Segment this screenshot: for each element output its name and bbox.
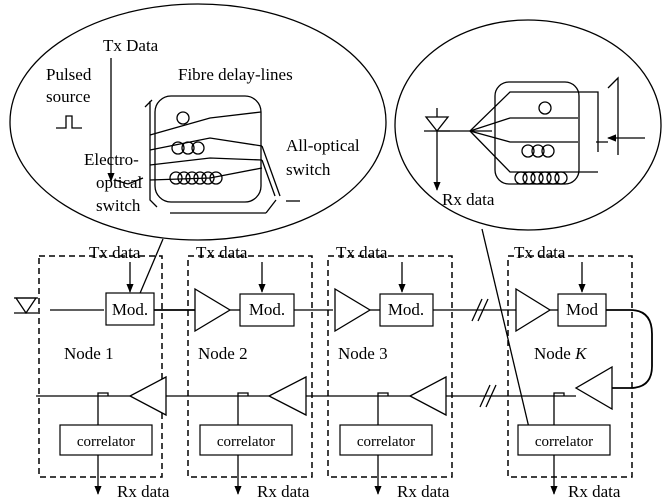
node-3-rx-label: Rx data [397, 482, 450, 500]
node-3: Tx data Mod. Node 3 correlator Rx data [327, 243, 453, 500]
electro-optical-switch-label: Electro- [84, 150, 139, 169]
node-2-name: Node 2 [198, 344, 248, 363]
break-mark-bottom [479, 384, 491, 408]
node-3-tx-label: Tx data [336, 243, 388, 262]
inset-rx-data-label: Rx data [442, 190, 495, 209]
decoder-delay-lines [469, 76, 645, 185]
node-1-correlator-label: correlator [77, 434, 135, 450]
node-1-tap [97, 392, 109, 425]
node-k: Tx data Mod Node K correlator Rx data [507, 243, 633, 500]
node-2-modulator [239, 293, 295, 327]
node-1-correlator [59, 424, 153, 456]
node-3-modulator [379, 293, 434, 327]
fibre-delay-lines-label: Fibre delay-lines [178, 65, 293, 84]
tx-data-label: Tx Data [103, 36, 159, 55]
node-1: Tx data Mod. Node 1 correlator Rx data [38, 243, 170, 500]
node-3-name: Node 3 [338, 344, 388, 363]
decoder-loop-1 [538, 101, 552, 115]
node-k-modulator-label: Mod [566, 300, 599, 319]
node-3-correlator-label: correlator [357, 434, 415, 450]
transmitter-inset-ellipse [9, 3, 387, 241]
all-optical-switch-label-2: switch [286, 160, 331, 179]
node-2-amplifier [194, 287, 232, 333]
node-2-correlator-label: correlator [217, 434, 275, 450]
node-3-boundary [327, 255, 453, 478]
node-2-correlator [199, 424, 293, 456]
node-k-name: Node K [534, 344, 588, 363]
receiver-inset-ellipse [394, 19, 662, 231]
receiver-callout-line [481, 228, 531, 433]
pulsed-source-label-2: source [46, 87, 90, 106]
node-k-correlator [517, 424, 611, 456]
node-k-tx-label: Tx data [514, 243, 566, 262]
node-3-tap [377, 392, 389, 425]
node-1-tx-label: Tx data [89, 243, 141, 262]
all-optical-switch-label: All-optical [286, 136, 360, 155]
node-1-amplifier [128, 375, 167, 417]
node-k-boundary [507, 255, 633, 478]
node-2-boundary [187, 255, 313, 478]
node-3-amplifier-return [408, 375, 447, 417]
receiver-detail-inset: Rx data [394, 19, 662, 433]
all-optical-switch-blade [265, 199, 277, 214]
source-line [114, 179, 129, 185]
input-photodiode-icon [14, 297, 38, 315]
node-1-name: Node 1 [64, 344, 114, 363]
node-1-rx-label: Rx data [117, 482, 170, 500]
node-2-tap [237, 392, 249, 425]
pulsed-source-label: Pulsed [46, 65, 92, 84]
transmitter-detail-inset: Tx Data Pulsed source Fibre delay-lines [9, 3, 387, 299]
electro-optical-switch [144, 99, 158, 208]
node-1-modulator-label: Mod. [112, 300, 148, 319]
electro-optical-switch-label-2: optical [96, 173, 143, 192]
node-k-amplifier-return [574, 365, 613, 411]
node-3-modulator-label: Mod. [388, 300, 424, 319]
switch-blade [127, 177, 144, 185]
delay-loop-1 [176, 111, 190, 125]
node-2-rx-label: Rx data [257, 482, 310, 500]
node-1-boundary [38, 255, 163, 478]
node-k-modulator [557, 293, 607, 327]
electro-optical-switch-label-3: switch [96, 196, 141, 215]
inset-callout-line [137, 238, 164, 299]
node-3-amplifier [334, 287, 372, 333]
node-3-correlator [339, 424, 433, 456]
photodiode-icon [424, 108, 492, 191]
delay-lines [149, 95, 281, 203]
node-2-tx-label: Tx data [196, 243, 248, 262]
node-2-modulator-label: Mod. [249, 300, 285, 319]
node-k-rx-label: Rx data [568, 482, 621, 500]
node-k-correlator-label: correlator [535, 434, 593, 450]
break-mark-top [471, 298, 483, 322]
node-2-amplifier-return [267, 375, 307, 417]
node-k-amplifier [515, 287, 552, 333]
node-k-tap [553, 392, 565, 425]
loopback [606, 309, 653, 389]
node-2: Tx data Mod. Node 2 correlator Rx data [187, 243, 313, 500]
pulse-icon [56, 115, 82, 129]
node-1-modulator [105, 292, 155, 326]
forward-bus [50, 298, 653, 389]
